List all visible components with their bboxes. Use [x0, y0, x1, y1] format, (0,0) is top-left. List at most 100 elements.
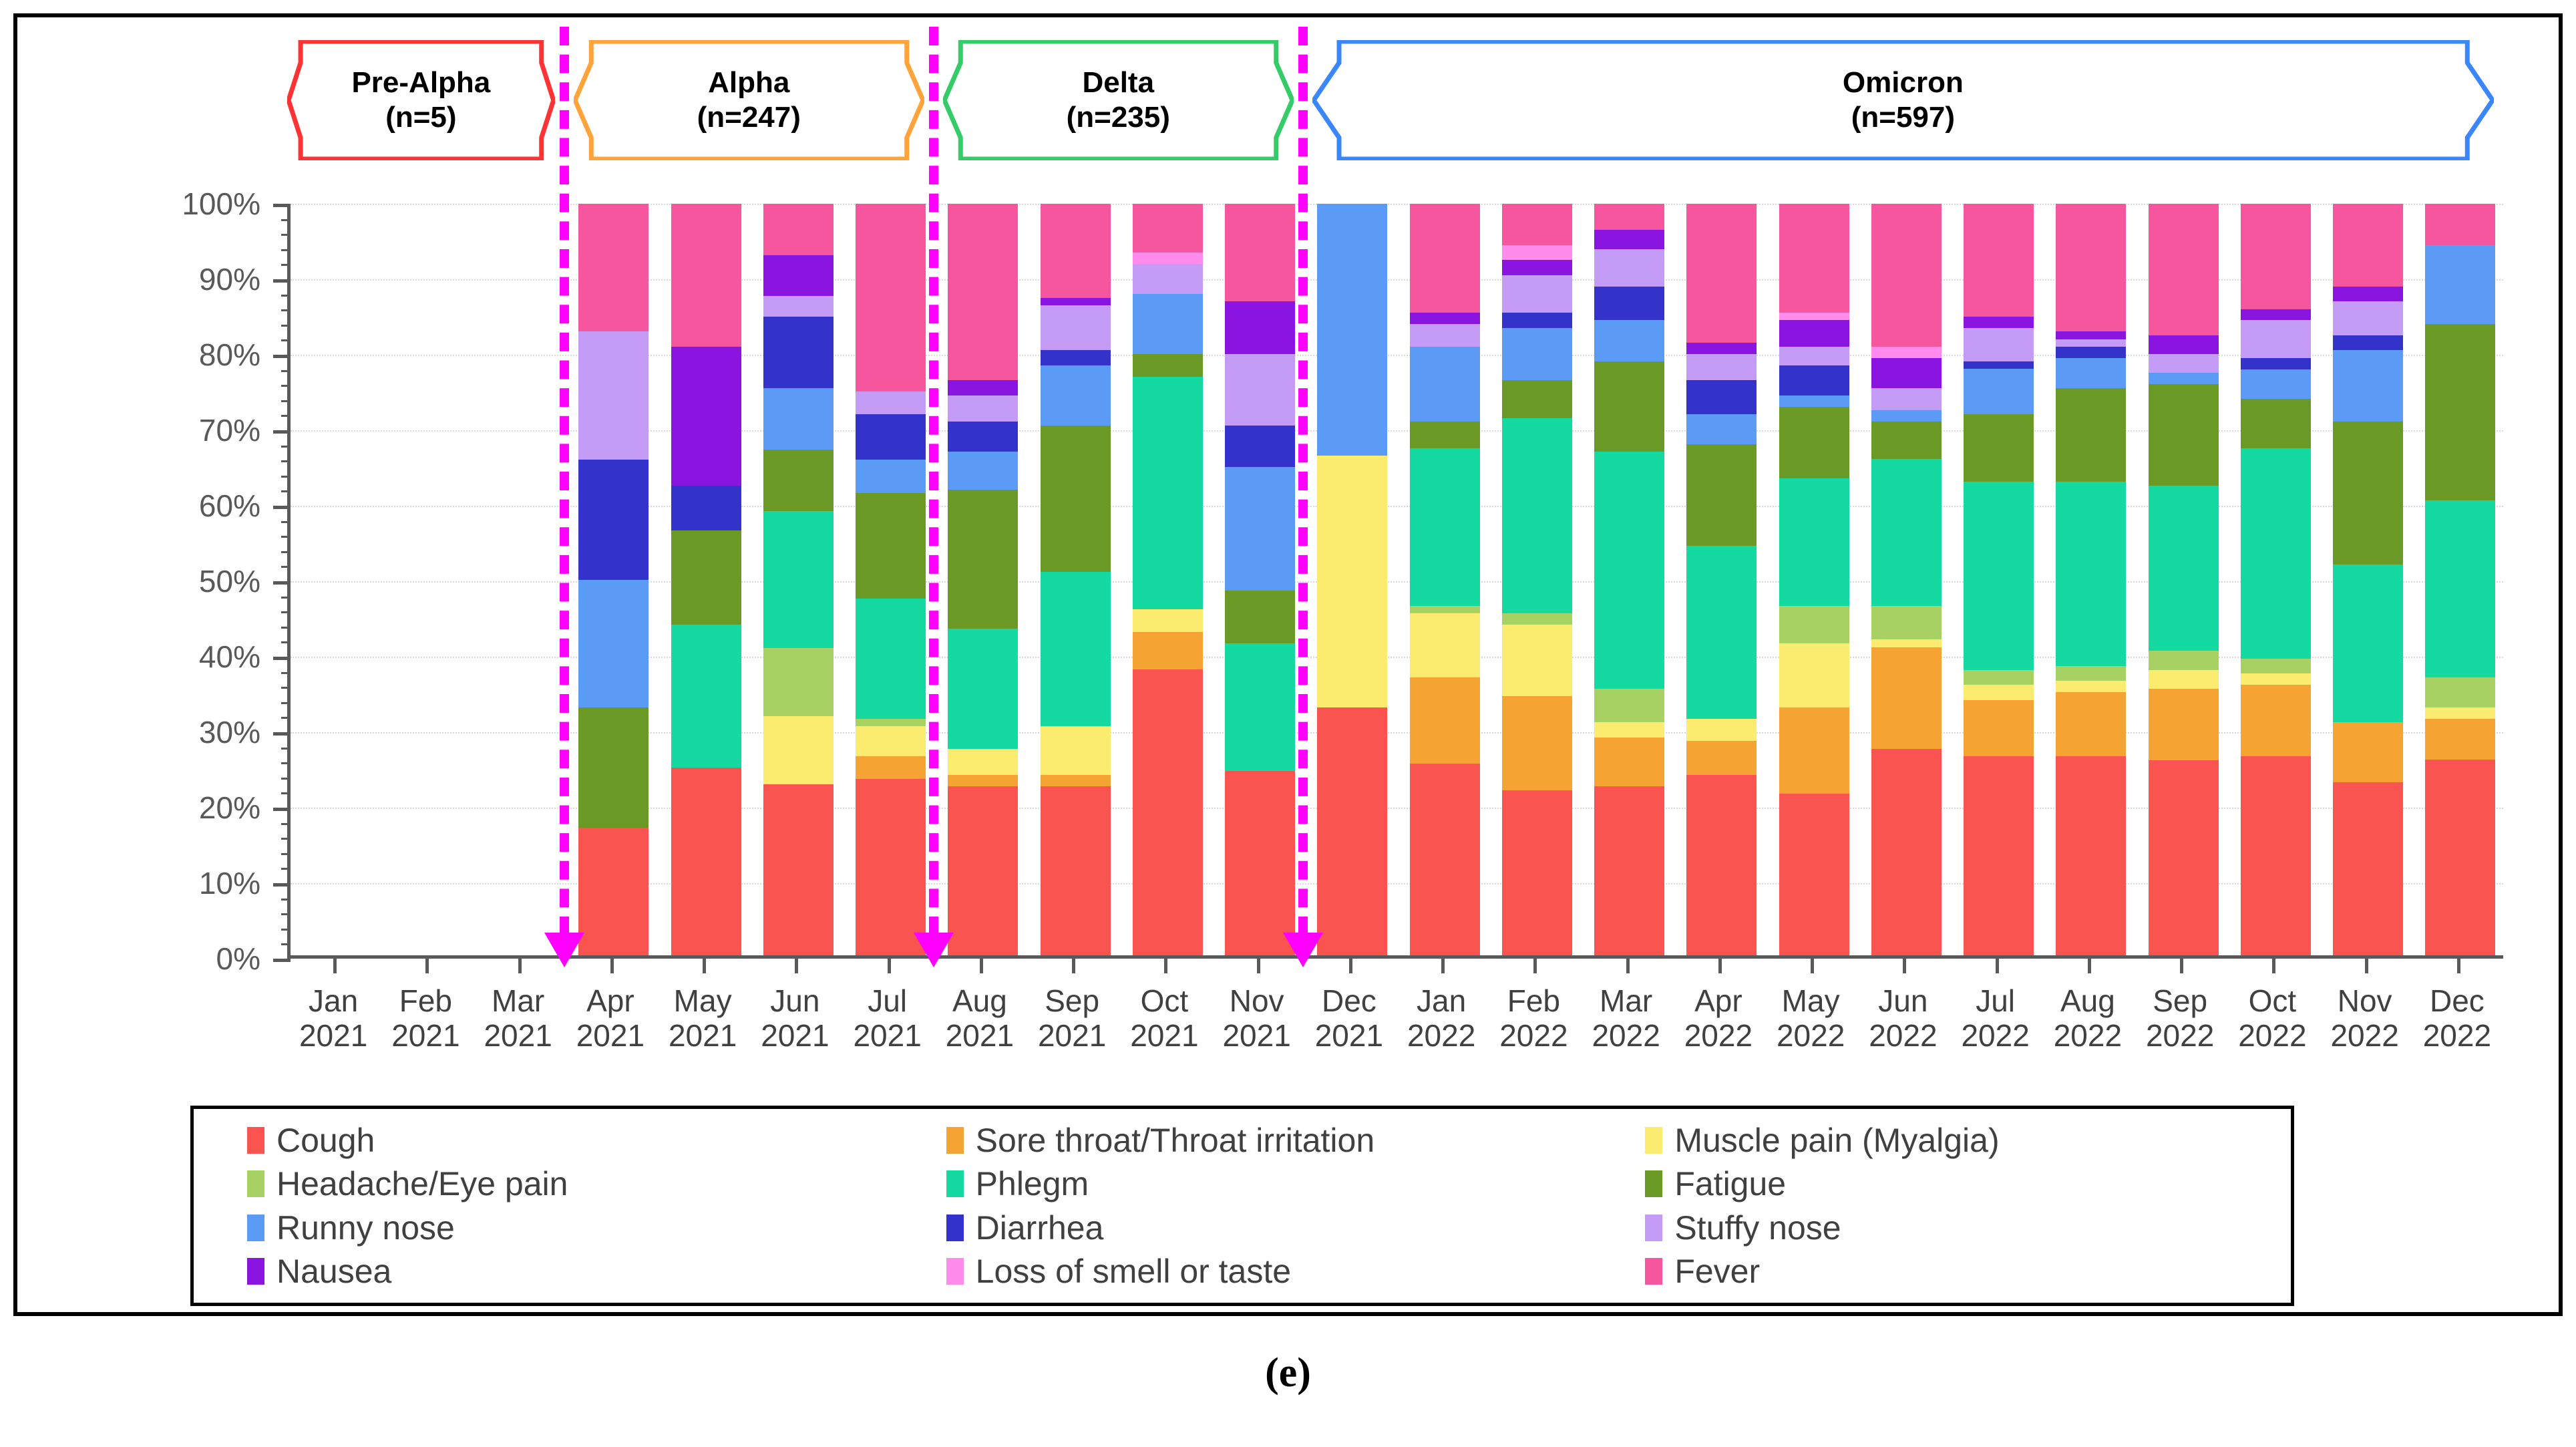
stacked-bar[interactable]	[1964, 203, 2034, 955]
stacked-bar[interactable]	[856, 203, 926, 955]
x-axis-month: Jun	[1878, 983, 1928, 1018]
bar-segment	[1964, 361, 2034, 369]
bar-segment	[1779, 794, 1849, 955]
divider-arrow-icon	[544, 933, 584, 967]
y-axis-minor-tick	[281, 294, 291, 297]
bar-segment	[2148, 384, 2219, 486]
legend-label: Nausea	[277, 1253, 392, 1291]
legend-item[interactable]: Phlegm	[893, 1164, 1592, 1203]
bar-segment	[1225, 301, 1296, 354]
legend-swatch-icon	[946, 1214, 964, 1241]
bar-segment	[1501, 313, 1572, 328]
x-axis-tick	[2364, 959, 2368, 973]
stacked-bar[interactable]	[2056, 204, 2127, 955]
legend-item[interactable]: Diarrhea	[893, 1209, 1592, 1247]
stacked-bar[interactable]	[1317, 204, 1388, 955]
bar-segment	[2148, 485, 2219, 651]
bar-segment	[1686, 414, 1757, 444]
legend-label: Sore throat/Throat irritation	[975, 1121, 1375, 1159]
y-axis-minor-tick	[281, 520, 291, 523]
bar-segment	[1779, 365, 1849, 395]
stacked-bar[interactable]	[578, 204, 649, 955]
legend-item[interactable]: Cough	[194, 1121, 893, 1160]
bar-segment	[1964, 685, 2034, 700]
x-axis-tick	[979, 959, 983, 973]
bar-segment	[1594, 361, 1665, 452]
gridline	[291, 279, 2503, 281]
stacked-bar[interactable]	[302, 204, 372, 955]
stacked-bar[interactable]	[1132, 204, 1203, 955]
x-axis-tick	[795, 959, 799, 973]
bar-segment	[1686, 775, 1757, 955]
x-axis-tick	[518, 959, 522, 973]
stacked-bar[interactable]	[1501, 204, 1572, 955]
bar-segment	[1686, 444, 1757, 546]
legend-item[interactable]: Muscle pain (Myalgia)	[1592, 1121, 2291, 1160]
bar-segment	[1686, 354, 1757, 381]
bar-slot	[1676, 204, 1768, 955]
stacked-bar[interactable]	[394, 204, 464, 955]
y-axis-label: 30%	[198, 715, 260, 750]
stacked-bar[interactable]	[2333, 203, 2404, 955]
bar-segment	[1964, 316, 2034, 328]
bar-segment	[2425, 677, 2496, 707]
stacked-bar[interactable]	[1594, 204, 1665, 955]
y-axis-label: 60%	[198, 488, 260, 523]
x-axis-year: 2021	[1130, 1017, 1199, 1053]
legend-item[interactable]: Stuffy nose	[1592, 1209, 2291, 1247]
legend-item[interactable]: Loss of smell or taste	[893, 1252, 1592, 1291]
y-axis-minor-tick	[281, 490, 291, 493]
stacked-bar[interactable]	[1225, 203, 1296, 955]
x-axis-month: Jun	[770, 983, 820, 1018]
stacked-bar[interactable]	[486, 204, 556, 955]
bar-segment	[763, 255, 834, 297]
legend-item[interactable]: Sore throat/Throat irritation	[893, 1121, 1592, 1160]
stacked-bar[interactable]	[2240, 204, 2311, 955]
stacked-bar[interactable]	[1040, 204, 1111, 955]
bar-segment	[1501, 613, 1572, 625]
legend: Cough Sore throat/Throat irritation Muscle…	[190, 1106, 2294, 1306]
stacked-bar[interactable]	[2148, 204, 2219, 955]
bar-segment	[1501, 260, 1572, 275]
stacked-bar[interactable]	[763, 204, 834, 955]
legend-label: Runny nose	[277, 1209, 455, 1247]
bar-segment	[1871, 605, 1942, 640]
stacked-bar[interactable]	[948, 204, 1019, 955]
y-axis-tick	[273, 506, 291, 509]
bar-segment	[1871, 357, 1942, 388]
bar-segment	[1871, 639, 1942, 647]
legend-item[interactable]: Headache/Eye pain	[194, 1164, 893, 1203]
legend-swatch-icon	[1645, 1170, 1663, 1198]
x-axis-year: 2021	[484, 1017, 552, 1053]
bar-segment	[2425, 323, 2496, 501]
legend-item[interactable]: Nausea	[194, 1252, 893, 1291]
y-axis-tick	[273, 959, 291, 962]
y-axis-minor-tick	[281, 399, 291, 402]
gridline	[291, 883, 2503, 885]
bar-segment	[1409, 764, 1480, 955]
stacked-bar[interactable]	[1409, 204, 1480, 955]
bar-segment	[1686, 741, 1757, 775]
bar-segment	[1594, 320, 1665, 362]
legend-label: Muscle pain (Myalgia)	[1674, 1121, 2000, 1159]
legend-item[interactable]: Runny nose	[194, 1209, 893, 1247]
y-axis-minor-tick	[281, 913, 291, 916]
variant-banner-band: Pre-Alpha(n=5)Alpha(n=247)Delta(n=235)Om…	[0, 40, 2576, 174]
y-axis-minor-tick	[281, 339, 291, 342]
legend-item[interactable]: Fatigue	[1592, 1164, 2291, 1203]
x-axis-month: Jan	[1417, 983, 1467, 1018]
stacked-bar[interactable]	[1871, 204, 1942, 955]
stacked-bar[interactable]	[671, 204, 741, 955]
stacked-bar[interactable]	[1779, 204, 1849, 955]
y-axis-minor-tick	[281, 550, 291, 553]
legend-item[interactable]: Fever	[1592, 1252, 2291, 1291]
stacked-bar[interactable]	[1686, 204, 1757, 955]
stacked-bar[interactable]	[2425, 203, 2496, 955]
bar-segment	[856, 718, 926, 726]
y-axis-tick	[273, 355, 291, 358]
variant-arrow-outline	[573, 40, 924, 160]
bar-slot	[1584, 204, 1676, 955]
